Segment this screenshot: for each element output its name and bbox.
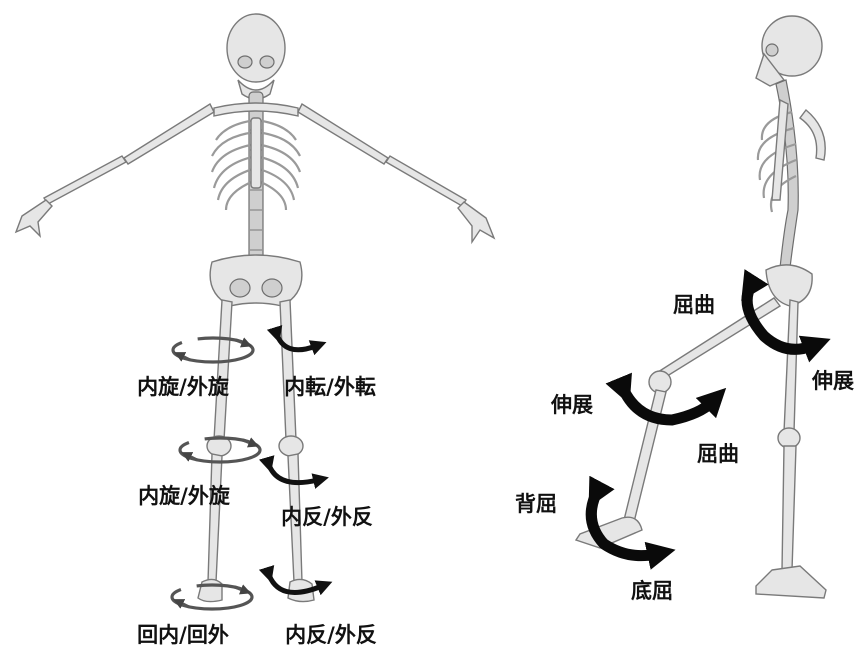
label-knee-extension: 伸展	[550, 393, 593, 417]
label-hip-extension: 伸展	[811, 369, 854, 393]
label-hip-flexion: 屈曲	[673, 293, 715, 317]
pelvis-front	[210, 255, 302, 306]
front-skeleton	[16, 14, 494, 602]
label-hip-rotation: 内旋/外旋	[137, 375, 230, 399]
label-ankle-pronation-supination: 回内/回外	[137, 623, 229, 647]
label-ankle-dorsiflexion: 背屈	[515, 492, 557, 516]
legs-front	[198, 300, 314, 602]
label-hip-adduction-abduction: 内転/外転	[284, 375, 376, 399]
label-ankle-plantarflexion: 底屈	[631, 579, 673, 603]
label-knee-flexion: 屈曲	[697, 442, 739, 466]
label-ankle-inversion-eversion: 内反/外反	[285, 623, 377, 647]
label-knee-rotation: 内旋/外旋	[138, 484, 231, 508]
skull-front	[227, 14, 285, 99]
label-knee-varus-valgus: 内反/外反	[281, 505, 373, 529]
hip-rotation-arrow	[173, 338, 253, 362]
skull-side	[756, 16, 822, 86]
